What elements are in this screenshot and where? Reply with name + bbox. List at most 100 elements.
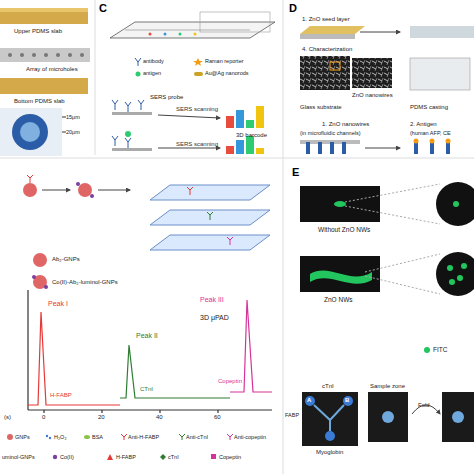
reagent-label: Co(II)-Ab₂-luminol-GNPs xyxy=(52,279,118,286)
legend-text: H-FABP xyxy=(116,454,136,460)
paper-device-shape xyxy=(305,396,315,406)
legend-text: Anti-cTnI xyxy=(186,434,208,440)
zno-fabrication-shape xyxy=(430,139,435,144)
zno-fluorescence-shape xyxy=(461,263,467,269)
zno-fluorescence-shape xyxy=(300,186,380,222)
part-label: Upper PDMS slab xyxy=(14,28,62,35)
zno-fabrication-shape xyxy=(414,139,419,144)
legend-samples-cl-shape xyxy=(211,454,216,459)
legend-item: Au@Ag nanorods xyxy=(205,70,249,76)
zno-fabrication xyxy=(300,26,474,154)
legend-item: Anti-H-FABP xyxy=(128,434,159,440)
dimension: 15μm xyxy=(66,114,80,120)
legend-samples-c-shape xyxy=(194,72,203,76)
sers-chip xyxy=(110,12,275,38)
legend-text: Anti-copeptin xyxy=(234,434,266,440)
condition-label: Without ZnO NWs xyxy=(318,226,370,233)
cl-chart-shape xyxy=(101,410,102,413)
legend-samples-cl-shape xyxy=(160,454,166,460)
zno-fluorescence-shape xyxy=(449,279,455,285)
cl-chart-shape xyxy=(28,312,120,405)
legend-samples-cl-shape xyxy=(46,435,48,437)
legend-text: FITC xyxy=(433,346,447,353)
legend-text: Copeptin xyxy=(219,454,241,460)
zno-fluorescence-shape xyxy=(300,256,380,292)
legend-samples-cl-shape xyxy=(7,434,13,440)
zno-fabrication-shape xyxy=(352,58,392,88)
zno-fluorescence-shape xyxy=(453,201,459,207)
legend-swatch xyxy=(424,347,430,353)
step-label: 2. Antigen xyxy=(410,121,437,128)
sers-scheme-shape xyxy=(158,148,220,149)
barcode-bars-shape xyxy=(236,110,244,128)
cl-scheme-shape xyxy=(78,183,92,197)
zone-letter: A xyxy=(307,397,311,404)
paper-device-shape xyxy=(452,411,464,423)
cl-scheme xyxy=(23,175,270,289)
zno-fluorescence-shape xyxy=(447,265,453,271)
pdms-slabs-shape xyxy=(56,53,60,57)
cl-chart-shape xyxy=(43,410,44,413)
cl-scheme-shape xyxy=(98,190,130,191)
legend-item: Anti-copeptin xyxy=(234,434,266,440)
sers-scheme xyxy=(112,100,220,151)
part-label: Array of microholes xyxy=(26,66,78,73)
legend-samples-cl-shape xyxy=(84,435,90,439)
axis-tick: 40 xyxy=(156,414,163,421)
cl-chart-shape xyxy=(28,409,272,410)
legend-text: cTnI xyxy=(168,454,179,460)
sers-chip-shape xyxy=(200,12,270,32)
step-label: SERS scanning xyxy=(176,106,218,113)
cl-scheme-shape xyxy=(23,183,37,197)
legend-text: Raman reporter xyxy=(205,58,244,64)
axis-label: (s) xyxy=(4,414,11,421)
sers-scheme-shape xyxy=(112,100,118,110)
legend-samples-cl-shape xyxy=(121,434,127,440)
part-label: PDMS casting xyxy=(410,104,448,111)
cl-scheme-shape xyxy=(27,175,33,183)
curve-label: Copeptin xyxy=(218,378,242,385)
peak-label: Peak III xyxy=(200,296,224,304)
part-label: Bottom PDMS slab xyxy=(14,98,65,105)
panel-letter: C xyxy=(99,2,107,14)
legend-samples-cl-shape xyxy=(107,454,113,460)
step-label: 1. ZnO nanowires xyxy=(322,121,369,128)
legend-samples-c xyxy=(135,58,203,77)
sers-scheme-shape xyxy=(138,100,144,110)
zno-fabrication-shape xyxy=(410,26,474,38)
step-label: SERS scanning xyxy=(176,141,218,148)
legend-item: Co(II) xyxy=(60,454,74,460)
pdms-slabs-shape xyxy=(44,53,48,57)
sers-scheme-shape xyxy=(112,148,152,151)
part-label: ZnO nanowires xyxy=(352,92,393,99)
zno-fabrication-shape xyxy=(300,34,355,39)
reagent-label: Ab₂-GNPs xyxy=(52,256,80,263)
paper-device-shape xyxy=(314,405,344,431)
barcode-bars-shape xyxy=(236,140,244,154)
sers-chip-shape xyxy=(149,33,152,36)
zno-fabrication-shape xyxy=(306,142,310,154)
pdms-slabs-shape xyxy=(0,48,90,62)
zno-fabrication-shape xyxy=(300,56,350,90)
device-label: 3D μPAD xyxy=(200,314,229,322)
axis-tick: 0 xyxy=(42,414,45,421)
pdms-slabs-shape xyxy=(0,78,88,94)
cl-chart-shape xyxy=(120,345,230,398)
cl-chart-shape xyxy=(217,410,218,413)
legend-item: H₂O₂ xyxy=(54,434,67,440)
barcode-bars xyxy=(226,106,264,154)
cl-scheme-shape xyxy=(32,275,36,279)
paper-device-shape xyxy=(343,396,353,406)
cl-scheme-shape xyxy=(150,210,270,225)
barcode-bars-shape xyxy=(226,116,234,128)
step-label: (in microfluidic channels) xyxy=(300,130,361,136)
sers-scheme-shape xyxy=(125,131,131,137)
paper-device-shape xyxy=(382,411,394,423)
zno-fabrication-shape xyxy=(446,139,451,144)
curve-label: H-FABP xyxy=(50,392,72,399)
zno-fabrication-shape xyxy=(330,142,334,154)
legend-text: GNPs xyxy=(15,434,30,440)
zno-fabrication-shape xyxy=(330,62,340,70)
legend-samples-cl xyxy=(7,434,233,460)
